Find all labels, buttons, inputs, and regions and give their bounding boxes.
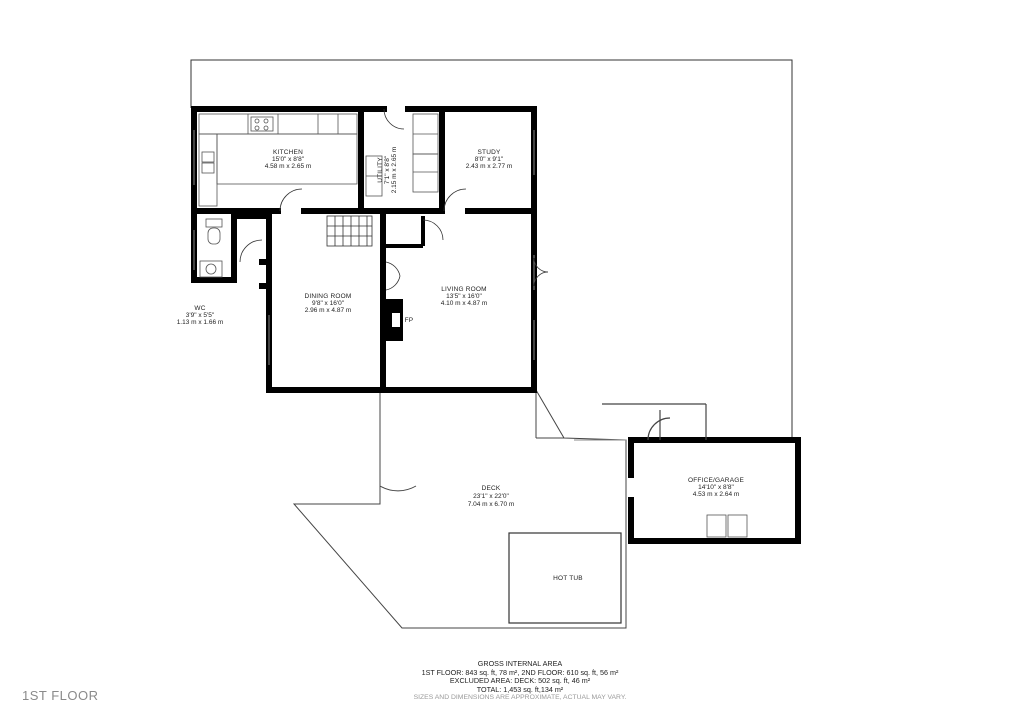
- deck-metric: 7.04 m x 6.70 m: [468, 501, 515, 508]
- walkway: [602, 403, 707, 441]
- utility-name: UTILITY: [377, 157, 384, 183]
- office-metric: 4.53 m x 2.64 m: [693, 491, 740, 498]
- kitchen-name: KITCHEN: [273, 149, 303, 156]
- summary-note: SIZES AND DIMENSIONS ARE APPROXIMATE, AC…: [413, 694, 627, 702]
- study-imperial: 8'0" x 9'1": [475, 156, 504, 163]
- kitchen-imperial: 15'0" x 8'8": [272, 156, 305, 163]
- dining-name: DINING ROOM: [305, 293, 352, 300]
- hot-tub: [508, 532, 622, 624]
- wc-name: WC: [194, 305, 205, 312]
- deck-name: DECK: [482, 485, 501, 492]
- living-metric: 4.10 m x 4.87 m: [441, 300, 488, 307]
- dining-imperial: 9'8" x 16'0": [312, 300, 345, 307]
- deck-door-arc: [379, 450, 417, 492]
- floor-label: 1ST FLOOR: [22, 688, 99, 703]
- deck-imperial: 23'1" x 22'0": [473, 493, 509, 500]
- utility-metric: 2.15 m x 2.65 m: [391, 147, 398, 194]
- living-name: LIVING ROOM: [441, 286, 487, 293]
- utility-appliances: [365, 113, 439, 197]
- wc-fixtures: [199, 218, 223, 278]
- site-boundary: [190, 59, 793, 438]
- fireplace-label: FP: [405, 317, 414, 324]
- wc-imperial: 3'9" x 5'5": [186, 312, 215, 319]
- staircase: [326, 215, 373, 247]
- summary-line-3: TOTAL: 1,453 sq. ft,134 m²: [476, 684, 564, 694]
- hottub-name: HOT TUB: [553, 575, 583, 582]
- office-furniture: [706, 514, 748, 538]
- windows: [193, 130, 626, 441]
- summary-line-2: EXCLUDED AREA: DECK: 502 sq. ft, 46 m²: [449, 676, 591, 686]
- study-name: STUDY: [477, 149, 500, 156]
- summary-title: GROSS INTERNAL AREA: [477, 659, 563, 668]
- dining-metric: 2.96 m x 4.87 m: [305, 307, 352, 314]
- utility-imperial: 7'1" x 8'8": [384, 155, 391, 184]
- office-walls: [628, 437, 801, 544]
- office-imperial: 14'10" x 8'8": [698, 484, 734, 491]
- study-metric: 2.43 m x 2.77 m: [466, 163, 513, 170]
- door-arcs: [239, 108, 549, 291]
- summary-line-1: 1ST FLOOR: 843 sq. ft, 78 m², 2ND FLOOR:…: [421, 667, 619, 677]
- office-name: OFFICE/GARAGE: [688, 477, 745, 484]
- wc-metric: 1.13 m x 1.66 m: [177, 319, 224, 326]
- area-summary: GROSS INTERNAL AREA 1ST FLOOR: 843 sq. f…: [340, 659, 700, 703]
- living-imperial: 13'5" x 16'0": [446, 293, 482, 300]
- living-alcove: [386, 216, 425, 248]
- kitchen-counters: [198, 113, 358, 207]
- kitchen-metric: 4.58 m x 2.65 m: [265, 163, 312, 170]
- fireplace-opening: [392, 313, 400, 327]
